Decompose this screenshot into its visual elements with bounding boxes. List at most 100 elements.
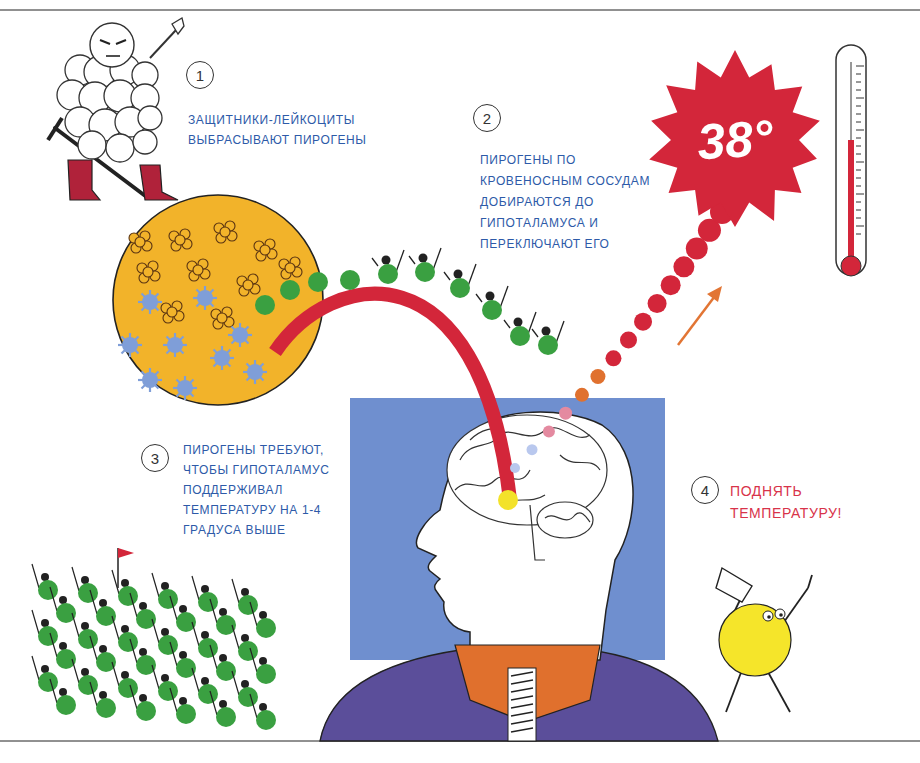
scale-tick: [856, 82, 861, 83]
pyrogen-arm: [504, 320, 510, 328]
temperature-bead: [575, 388, 589, 402]
soldier-head: [161, 628, 169, 636]
step-caption: ЗАЩИТНИКИ-ЛЕЙКОЦИТЫ ВЫБРАСЫВАЮТ ПИРОГЕНЫ: [188, 110, 383, 150]
virus-body: [177, 380, 193, 396]
soldier-body: [136, 609, 156, 629]
scale-tick: [856, 218, 861, 219]
pyrogen-soldier: [170, 642, 196, 678]
virus-body: [214, 350, 230, 366]
pyrogen-spear: [396, 250, 404, 272]
bacterium-lobe: [220, 227, 230, 237]
thermometer-part: [836, 45, 866, 275]
soldier-spear: [250, 694, 257, 718]
pyrogen: [340, 270, 360, 290]
soldier-head: [99, 691, 107, 699]
pyrogen-body: [378, 264, 398, 284]
hypothalamus-figure-part: [716, 568, 752, 602]
soldier-spear: [112, 662, 119, 686]
soldier-spear: [32, 564, 39, 588]
pyrogen-soldier: [210, 691, 236, 727]
brain-part: [530, 505, 545, 560]
soldier-head: [241, 588, 249, 596]
temperature-bead: [590, 369, 605, 384]
pyrogen-soldier: [72, 659, 98, 695]
soldier-spear: [192, 576, 199, 600]
pyrogen-soldier: [72, 567, 98, 603]
soldier-body: [216, 615, 236, 635]
soldier-body: [256, 618, 276, 638]
soldier-head: [41, 573, 49, 581]
pyrogen-soldier: [250, 648, 276, 684]
pyrogen-body: [308, 272, 328, 292]
soldier-body: [158, 635, 178, 655]
pyrogen-soldier: [250, 694, 276, 730]
pyrogen-soldier: [72, 613, 98, 649]
thermometer-scale: [856, 66, 864, 234]
callout-number: 2: [483, 111, 491, 126]
soldier-body: [176, 704, 196, 724]
soldier-head: [179, 651, 187, 659]
soldier-spear: [90, 682, 97, 706]
virus: [163, 333, 187, 357]
pyrogen-arm: [444, 272, 450, 280]
soldier-head: [201, 631, 209, 639]
tie-stripe: [511, 680, 533, 684]
soldier-spear: [170, 642, 177, 666]
virus-body: [167, 337, 183, 353]
hypothalamus-figure-part: [768, 672, 790, 712]
defender-brow: [100, 40, 110, 44]
soldier-head: [219, 700, 227, 708]
defender-body: [78, 131, 106, 159]
virus: [210, 346, 234, 370]
tie-stripe: [511, 672, 533, 676]
pyrogen-soldier: [152, 665, 178, 701]
soldier-head: [59, 642, 67, 650]
bacterium-lobe: [175, 235, 185, 245]
pyrogen: [444, 264, 476, 298]
soldier-body: [136, 655, 156, 675]
defender-body: [106, 134, 134, 162]
soldier-body: [238, 641, 258, 661]
scale-tick: [856, 106, 861, 107]
soldier-spear: [90, 636, 97, 660]
soldier-body: [158, 589, 178, 609]
virus-body: [122, 337, 138, 353]
pyrogen-body: [255, 295, 275, 315]
temperature-bead: [648, 294, 667, 313]
pyrogen-soldier: [210, 645, 236, 681]
soldier-spear: [250, 648, 257, 672]
soldier-head: [139, 648, 147, 656]
flag: [118, 548, 134, 558]
soldier-head: [59, 688, 67, 696]
scale-tick: [856, 130, 864, 131]
soldier-spear: [130, 639, 137, 663]
soldier-head: [41, 619, 49, 627]
pyrogen-soldier: [90, 682, 116, 718]
soldier-spear: [232, 579, 239, 603]
tie-stripe: [511, 696, 533, 700]
soldier-spear: [130, 685, 137, 709]
tie-stripe: [511, 720, 533, 724]
temperature-bead: [620, 332, 637, 349]
soldier-spear: [130, 593, 137, 617]
pyrogen-army: [32, 564, 276, 730]
pyrogen-spear: [468, 264, 476, 286]
soldier-body: [136, 701, 156, 721]
bacterium: [254, 239, 277, 261]
soldier-head: [201, 585, 209, 593]
virus: [138, 368, 162, 392]
head-silhouette: [417, 412, 634, 660]
pyrogen-soldier: [170, 596, 196, 632]
bacterium-lobe: [217, 313, 227, 323]
soldier-spear: [250, 602, 257, 626]
soldier-head: [121, 625, 129, 633]
step-caption: ПИРОГЕНЫ ТРЕБУЮТ, ЧТОБЫ ГИПОТАЛАМУС ПОДД…: [183, 440, 353, 540]
pyrogen-soldier: [32, 564, 58, 600]
soldier-head: [241, 634, 249, 642]
soldier-body: [176, 612, 196, 632]
defender-brow: [116, 40, 126, 44]
soldier-head: [81, 668, 89, 676]
leukocyte-figure-part: [48, 118, 62, 140]
tie-stripe: [511, 712, 533, 716]
pyrogen-arm: [476, 294, 482, 302]
